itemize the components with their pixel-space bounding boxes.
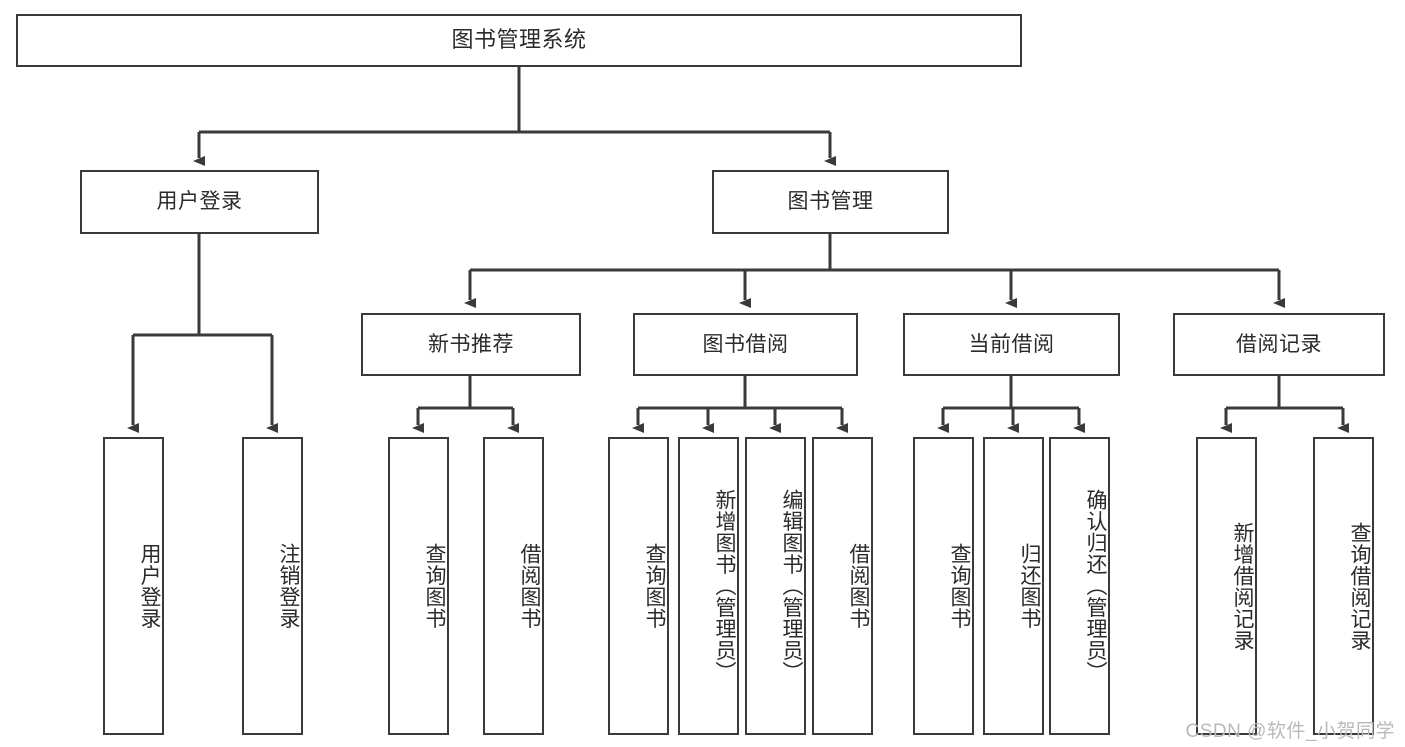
node-label: 新增图书（管理员）	[713, 489, 736, 683]
node-label: 归还图书	[1018, 543, 1041, 629]
node-label: 用户登录	[156, 190, 243, 214]
node-current-borrowing[interactable]: 当前借阅	[903, 313, 1120, 376]
node-label: 查询借阅记录	[1348, 521, 1371, 651]
node-book-management[interactable]: 图书管理	[712, 170, 949, 234]
node-label: 图书管理	[787, 190, 874, 214]
node-label: 当前借阅	[968, 332, 1055, 356]
node-label: 借阅记录	[1236, 332, 1322, 356]
node-label: 借阅图书	[847, 543, 870, 629]
node-label: 图书管理系统	[451, 27, 587, 53]
node-label: 新书推荐	[428, 332, 514, 356]
node-label: 注销登录	[277, 543, 300, 629]
leaf-book-borrow-add-book-admin[interactable]: 新增图书（管理员）	[678, 437, 739, 735]
node-root-book-management-system[interactable]: 图书管理系统	[16, 14, 1022, 67]
node-label: 图书借阅	[702, 332, 789, 356]
leaf-new-book-query-book[interactable]: 查询图书	[388, 437, 449, 735]
node-label: 确认归还（管理员）	[1084, 489, 1107, 683]
leaf-current-borrow-query-book[interactable]: 查询图书	[913, 437, 974, 735]
leaf-add-borrowing-record[interactable]: 新增借阅记录	[1196, 437, 1257, 735]
node-label: 新增借阅记录	[1231, 521, 1254, 651]
leaf-current-borrow-return-book[interactable]: 归还图书	[983, 437, 1044, 735]
leaf-query-borrowing-record[interactable]: 查询借阅记录	[1313, 437, 1374, 735]
node-borrowing-record[interactable]: 借阅记录	[1173, 313, 1385, 376]
leaf-book-borrow-borrow-book[interactable]: 借阅图书	[812, 437, 873, 735]
leaf-current-borrow-confirm-return-admin[interactable]: 确认归还（管理员）	[1049, 437, 1110, 735]
node-label: 查询图书	[643, 543, 666, 629]
node-user-login[interactable]: 用户登录	[80, 170, 319, 234]
node-book-borrowing[interactable]: 图书借阅	[633, 313, 858, 376]
node-label: 编辑图书（管理员）	[780, 489, 803, 683]
leaf-book-borrow-edit-book-admin[interactable]: 编辑图书（管理员）	[745, 437, 806, 735]
leaf-logout[interactable]: 注销登录	[242, 437, 303, 735]
leaf-user-login[interactable]: 用户登录	[103, 437, 164, 735]
leaf-book-borrow-query-book[interactable]: 查询图书	[608, 437, 669, 735]
node-label: 查询图书	[423, 543, 446, 629]
node-new-book-recommendation[interactable]: 新书推荐	[361, 313, 581, 376]
node-label: 借阅图书	[518, 543, 541, 629]
node-label: 用户登录	[138, 543, 161, 629]
leaf-new-book-borrow-book[interactable]: 借阅图书	[483, 437, 544, 735]
node-label: 查询图书	[948, 543, 971, 629]
watermark-text: CSDN @软件_小贺同学	[1185, 721, 1395, 742]
